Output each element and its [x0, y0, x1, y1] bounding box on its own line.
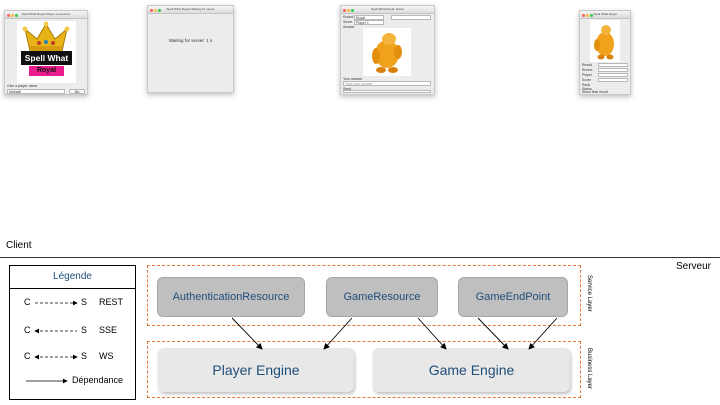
logo-subtitle: Royal [29, 66, 64, 76]
gameresource-to-game-arrow [417, 317, 447, 350]
results-window-titlebar: Spell What Royal [580, 11, 630, 19]
client-label: Client [6, 240, 32, 251]
result-row-4: Score [582, 78, 592, 82]
login-window-titlebar: Spell What Royal: Player connection [5, 11, 87, 19]
logo: Spell What Royal [17, 21, 76, 83]
game-engine: Game Engine [373, 348, 570, 392]
close-dot[interactable] [150, 9, 153, 12]
game-window: Spell What Royal: Game Round Score Answe… [340, 5, 435, 95]
legend-ws-label: WS [99, 351, 114, 361]
result-field-4 [598, 78, 628, 82]
authentication-resource: AuthenticationResource [157, 277, 305, 317]
game-image [363, 28, 411, 76]
waiting-window: Spell What Royal: Waiting for server Wai… [147, 5, 234, 93]
service-layer [147, 265, 581, 326]
results-window: Spell What Royal Result Round Player Sco… [579, 10, 631, 95]
zoom-dot[interactable] [15, 14, 18, 17]
legend-arrows [26, 300, 78, 384]
send-label: Send [343, 87, 352, 91]
result-row-5: Rank [582, 83, 591, 87]
game-field-value-1: Royal [354, 15, 384, 20]
go-button[interactable]: Go [69, 89, 85, 94]
character-image [372, 33, 402, 73]
game-endpoint: GameEndPoint [458, 277, 568, 317]
login-window: Spell What Royal: Player connection Spel… [4, 10, 88, 95]
client-server-divider [0, 257, 720, 258]
legend-ws-server: S [81, 351, 88, 361]
minimize-dot[interactable] [586, 14, 589, 17]
game-field-label-2: Score [343, 20, 353, 24]
game-window-title: Spell What Royal: Game [371, 7, 404, 11]
waiting-message: Waiting for server: 1 s [168, 38, 213, 43]
player-engine: Player Engine [158, 348, 354, 392]
legend-sse-label: SSE [99, 325, 118, 335]
game-field-value-3 [391, 15, 431, 20]
result-field-2 [598, 68, 628, 72]
zoom-dot[interactable] [351, 9, 354, 12]
game-field-label-3: Answer [343, 25, 355, 29]
result-row-3: Player [582, 73, 592, 77]
server-label: Serveur [676, 261, 712, 272]
endpoint-to-game-arrow [477, 317, 509, 350]
minimize-dot[interactable] [347, 9, 350, 12]
legend-rest-label: REST [99, 297, 124, 307]
legend-ws-client: C [24, 351, 31, 361]
legend: Légende C S REST C S SSE C S WS Dépendan… [9, 265, 136, 400]
waiting-window-title: Spell What Royal: Waiting for server [166, 7, 215, 11]
minimize-dot[interactable] [154, 9, 157, 12]
send-input[interactable] [343, 90, 431, 93]
auth-to-player-arrow [231, 317, 263, 350]
close-dot[interactable] [582, 14, 585, 17]
show-final-result[interactable]: Show final result [582, 90, 608, 94]
results-window-title: Spell What Royal [593, 12, 617, 16]
login-window-title: Spell What Royal: Player connection [21, 12, 71, 16]
zoom-dot[interactable] [158, 9, 161, 12]
legend-title: Légende [10, 266, 135, 289]
minimize-dot[interactable] [11, 14, 14, 17]
game-resource: GameResource [326, 277, 438, 317]
answer-input[interactable]: Type your answer [343, 81, 431, 86]
crown-icon [22, 21, 70, 52]
result-row-1: Result [582, 63, 592, 67]
gameresource-to-player-arrow [323, 317, 353, 350]
result-field-3 [598, 73, 628, 77]
legend-dependance-label: Dépendance [72, 375, 124, 385]
waiting-window-titlebar: Spell What Royal: Waiting for server [148, 6, 233, 14]
player-name-input[interactable]: Michaël [7, 89, 65, 94]
close-dot[interactable] [7, 14, 10, 17]
result-field-1 [598, 63, 628, 67]
legend-sse-server: S [81, 325, 88, 335]
game-field-label-1: Round [343, 15, 354, 19]
close-dot[interactable] [343, 9, 346, 12]
results-image [590, 20, 620, 62]
zoom-dot[interactable] [590, 14, 593, 17]
result-row-2: Round [582, 68, 593, 72]
business-layer [147, 341, 581, 398]
game-field-value-2: Player 1 [354, 20, 384, 25]
legend-rest-server: S [81, 297, 88, 307]
legend-rest-client: C [24, 297, 31, 307]
player-name-prompt: Give a player name [7, 84, 38, 88]
game-window-titlebar: Spell What Royal: Game [341, 6, 434, 14]
answer-label: Your answer [343, 77, 363, 81]
endpoint-to-game-arrow-2 [528, 317, 558, 350]
character-image [594, 25, 614, 60]
result-row-6: Status [582, 87, 592, 91]
legend-sse-client: C [24, 325, 31, 335]
logo-title: Spell What [21, 51, 72, 65]
